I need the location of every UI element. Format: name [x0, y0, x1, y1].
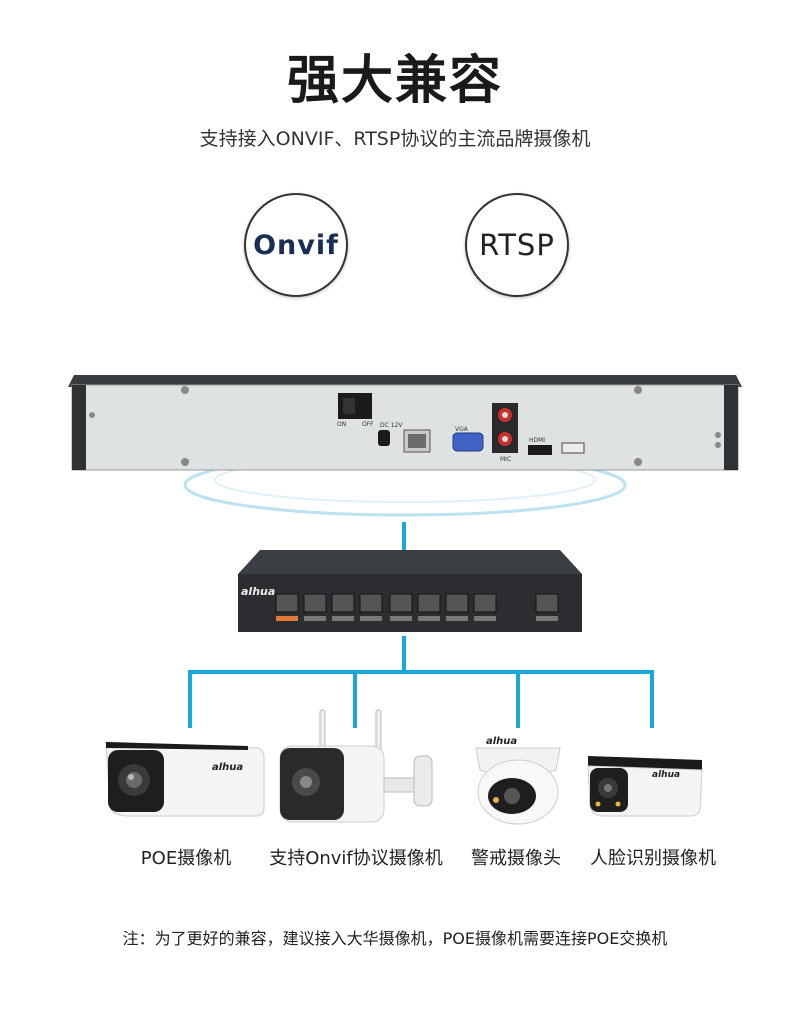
face-camera-image — [587, 756, 703, 817]
alert-camera-brand: alhua — [486, 736, 518, 747]
connector-drop-2 — [353, 670, 357, 728]
onvif-camera-image — [279, 709, 433, 823]
onvif-logo-badge: Onvif — [244, 193, 348, 297]
dc-label: DC 12V — [380, 422, 403, 429]
face-camera-brand: alhua — [652, 770, 681, 780]
vga-label: VGA — [455, 426, 468, 433]
hdmi-label: HDMI — [529, 437, 546, 444]
onvif-logo: Onvif — [253, 229, 339, 261]
connector-line-trunk — [402, 636, 406, 670]
rtsp-badge: RTSP — [465, 193, 569, 297]
camera-label-poe: POE摄像机 — [140, 848, 232, 869]
poe-switch-device — [238, 550, 582, 632]
poe-camera-brand: alhua — [212, 762, 244, 773]
camera-label-face: 人脸识别摄像机 — [590, 848, 716, 869]
connector-drop-1 — [188, 670, 192, 728]
connector-line-top — [402, 522, 406, 554]
poe-camera-image — [105, 741, 265, 817]
connector-drop-3 — [516, 670, 520, 728]
switch-off-label: OFF — [362, 421, 374, 428]
switch-brand-logo: alhua — [241, 585, 276, 598]
alert-camera-image — [475, 747, 561, 825]
nvr-device — [68, 375, 742, 517]
switch-on-label: ON — [337, 421, 347, 428]
connector-line-bus — [188, 670, 654, 674]
mic-label: MIC — [500, 456, 512, 463]
page-subtitle: 支持接入ONVIF、RTSP协议的主流品牌摄像机 — [199, 128, 591, 150]
connector-drop-4 — [650, 670, 654, 728]
camera-label-onvif: 支持Onvif协议摄像机 — [269, 848, 443, 869]
page-title: 强大兼容 — [286, 51, 503, 111]
compatibility-note: 注：为了更好的兼容，建议接入大华摄像机，POE摄像机需要连接POE交换机 — [122, 929, 668, 948]
rtsp-label: RTSP — [479, 228, 555, 262]
camera-label-alert: 警戒摄像头 — [471, 848, 561, 869]
